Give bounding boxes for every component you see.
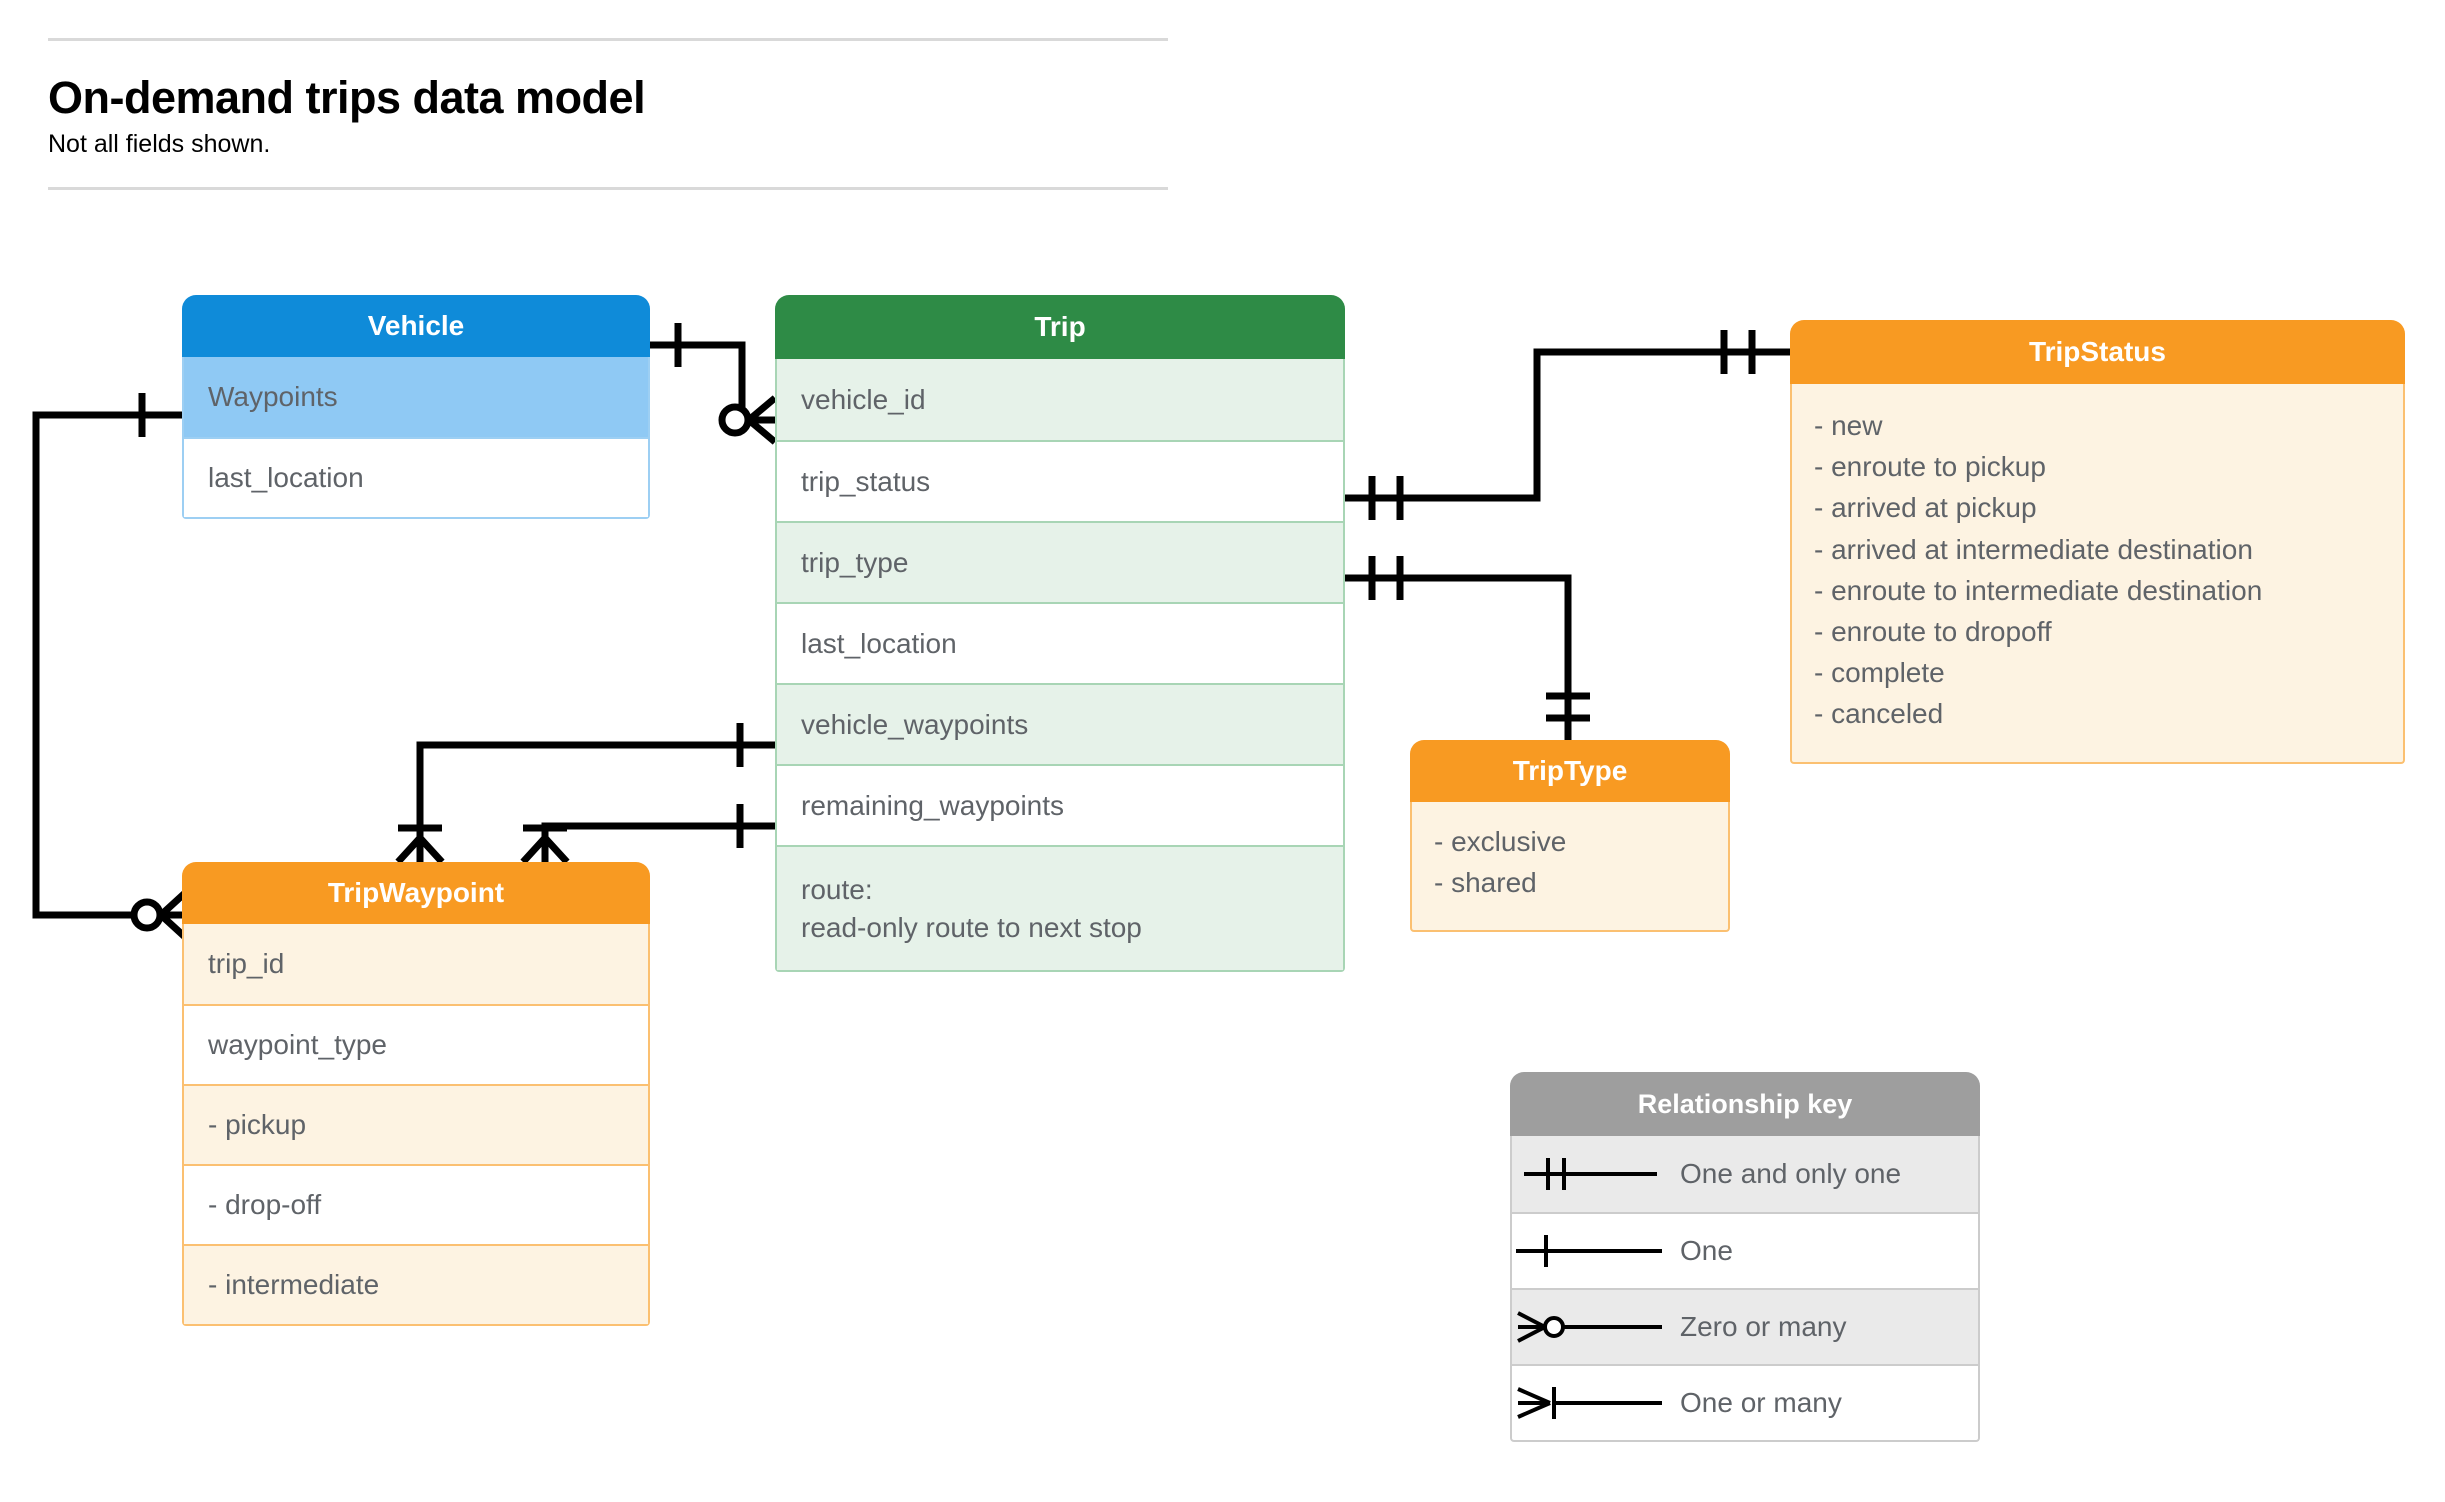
field-trip-trip-type[interactable]: trip_type bbox=[777, 521, 1343, 602]
header-top-rule bbox=[48, 38, 1168, 41]
entity-trip[interactable]: Trip vehicle_id trip_status trip_type la… bbox=[775, 295, 1345, 972]
legend-label: One bbox=[1680, 1235, 1733, 1266]
field-trip-trip-status[interactable]: trip_status bbox=[777, 440, 1343, 521]
field-trip-waypoint-waypoint-type[interactable]: waypoint_type bbox=[184, 1004, 648, 1084]
rel-trip-triptype bbox=[1345, 574, 1572, 740]
field-trip-vehicle-waypoints[interactable]: vehicle_waypoints bbox=[777, 683, 1343, 764]
trip-status-value: - enroute to pickup bbox=[1814, 451, 2046, 483]
document-header: On-demand trips data model Not all field… bbox=[48, 38, 1168, 190]
legend-label: One and only one bbox=[1680, 1158, 1902, 1189]
field-vehicle-last-location[interactable]: last_location bbox=[184, 437, 648, 517]
legend-label: Zero or many bbox=[1680, 1311, 1847, 1342]
page-title: On-demand trips data model bbox=[48, 72, 646, 123]
legend-label: One or many bbox=[1680, 1387, 1842, 1418]
trip-type-value: - shared bbox=[1434, 867, 1537, 899]
one-icon bbox=[1512, 1213, 1680, 1289]
field-trip-vehicle-id[interactable]: vehicle_id bbox=[777, 359, 1343, 440]
field-trip-remaining-waypoints[interactable]: remaining_waypoints bbox=[777, 764, 1343, 845]
relationship-key-title: Relationship key bbox=[1510, 1072, 1980, 1136]
zero-or-many-icon bbox=[1512, 1289, 1680, 1365]
trip-status-value: - arrived at pickup bbox=[1814, 492, 2037, 524]
rel-trip-vehicle-waypoints bbox=[416, 741, 775, 862]
one-or-many-icon bbox=[1512, 1365, 1680, 1441]
field-trip-waypoint-dropoff[interactable]: - drop-off bbox=[184, 1164, 648, 1244]
entity-trip-status-title: TripStatus bbox=[1790, 320, 2405, 384]
entity-trip-waypoint[interactable]: TripWaypoint trip_id waypoint_type - pic… bbox=[182, 862, 650, 1326]
entity-vehicle[interactable]: Vehicle Waypoints last_location bbox=[182, 295, 650, 519]
entity-trip-title: Trip bbox=[775, 295, 1345, 359]
entity-trip-type[interactable]: TripType - exclusive - shared bbox=[1410, 740, 1730, 933]
rel-vehicle-waypoints-tripwaypoint bbox=[32, 411, 182, 919]
entity-vehicle-title: Vehicle bbox=[182, 295, 650, 357]
trip-status-value: - enroute to intermediate destination bbox=[1814, 574, 2263, 606]
header-bottom-rule bbox=[48, 186, 1168, 190]
legend-row-one: One bbox=[1512, 1212, 1978, 1288]
entity-trip-status[interactable]: TripStatus - new - enroute to pickup - a… bbox=[1790, 320, 2405, 764]
legend-row-one-and-only-one: One and only one bbox=[1512, 1136, 1978, 1212]
trip-status-value: - canceled bbox=[1814, 698, 1944, 730]
legend-row-zero-or-many: Zero or many bbox=[1512, 1288, 1978, 1364]
entity-trip-type-title: TripType bbox=[1410, 740, 1730, 802]
one-and-only-one-icon bbox=[1512, 1136, 1680, 1212]
trip-status-value: - new bbox=[1814, 410, 1883, 441]
page-subtitle: Not all fields shown. bbox=[48, 129, 271, 158]
rel-vehicle-trip bbox=[650, 341, 775, 424]
relationship-key: Relationship key One and only one bbox=[1510, 1072, 1980, 1442]
field-trip-route[interactable]: route: read-only route to next stop bbox=[777, 845, 1343, 970]
trip-status-value: - complete bbox=[1814, 657, 1945, 689]
field-trip-last-location[interactable]: last_location bbox=[777, 602, 1343, 683]
rel-trip-tripstatus bbox=[1345, 348, 1790, 502]
field-trip-waypoint-trip-id[interactable]: trip_id bbox=[184, 924, 648, 1004]
field-vehicle-waypoints[interactable]: Waypoints bbox=[184, 357, 648, 437]
trip-type-values: - exclusive - shared bbox=[1412, 802, 1728, 930]
trip-type-value: - exclusive bbox=[1434, 826, 1567, 857]
trip-status-values: - new - enroute to pickup - arrived at p… bbox=[1792, 384, 2403, 762]
entity-trip-waypoint-title: TripWaypoint bbox=[182, 862, 650, 924]
trip-status-value: - enroute to dropoff bbox=[1814, 615, 2052, 647]
field-trip-waypoint-pickup[interactable]: - pickup bbox=[184, 1084, 648, 1164]
trip-status-value: - arrived at intermediate destination bbox=[1814, 533, 2253, 565]
field-trip-waypoint-intermediate[interactable]: - intermediate bbox=[184, 1244, 648, 1324]
legend-row-one-or-many: One or many bbox=[1512, 1364, 1978, 1440]
rel-trip-remaining-waypoints bbox=[541, 822, 775, 862]
